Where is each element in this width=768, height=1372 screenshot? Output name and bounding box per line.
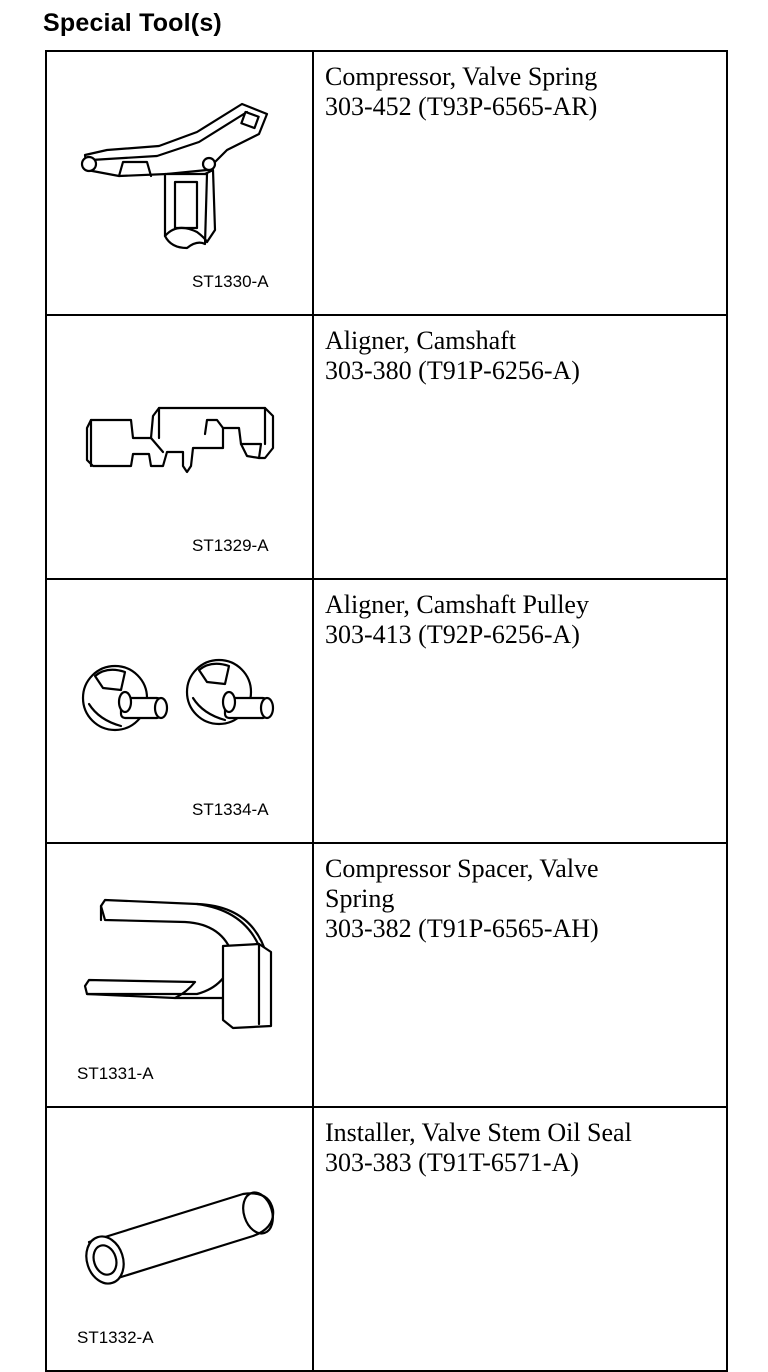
table-row: ST1329-A Aligner, Camshaft 303-380 (T91P… — [45, 314, 728, 580]
tool-name: Compressor Spacer, Valve — [325, 854, 599, 883]
tool-part-number: 303-452 (T93P-6565-AR) — [325, 92, 598, 121]
tool-code: ST1329-A — [192, 536, 269, 555]
valve-spring-compressor-icon — [80, 102, 269, 250]
tool-part-number: 303-380 (T91P-6256-A) — [325, 356, 580, 385]
tool-part-number: 303-383 (T91T-6571-A) — [325, 1148, 579, 1177]
table-row: ST1330-A Compressor, Valve Spring 303-45… — [45, 50, 728, 316]
tool-image-cell: ST1331-A — [45, 842, 314, 1108]
tool-description-cell: Compressor, Valve Spring 303-452 (T93P-6… — [312, 50, 728, 316]
valve-spring-spacer-icon — [83, 898, 273, 1030]
tool-image-cell: ST1330-A — [45, 50, 314, 316]
tool-part-number: 303-413 (T92P-6256-A) — [325, 620, 580, 649]
tool-description-cell: Aligner, Camshaft 303-380 (T91P-6256-A) — [312, 314, 728, 580]
table-row: ST1332-A Installer, Valve Stem Oil Seal … — [45, 1106, 728, 1372]
camshaft-pulley-aligner-icon — [81, 658, 275, 732]
tool-description-cell: Aligner, Camshaft Pulley 303-413 (T92P-6… — [312, 578, 728, 844]
tool-name-continued: Spring — [325, 884, 395, 913]
page-title: Special Tool(s) — [43, 9, 222, 37]
tool-code: ST1331-A — [77, 1064, 154, 1083]
tool-code: ST1334-A — [192, 800, 269, 819]
tool-image-cell: ST1329-A — [45, 314, 314, 580]
valve-stem-seal-installer-icon — [85, 1191, 275, 1285]
tool-description-cell: Compressor Spacer, Valve Spring 303-382 … — [312, 842, 728, 1108]
tool-name: Compressor, Valve Spring — [325, 62, 598, 91]
tool-name: Aligner, Camshaft — [325, 326, 517, 355]
tool-code: ST1330-A — [192, 272, 269, 291]
table-row: ST1331-A Compressor Spacer, Valve Spring… — [45, 842, 728, 1108]
tool-name: Installer, Valve Stem Oil Seal — [325, 1118, 632, 1147]
table-row: ST1334-A Aligner, Camshaft Pulley 303-41… — [45, 578, 728, 844]
tool-code: ST1332-A — [77, 1328, 154, 1347]
camshaft-aligner-icon — [85, 406, 275, 474]
special-tools-table: ST1330-A Compressor, Valve Spring 303-45… — [45, 50, 728, 1372]
tool-image-cell: ST1332-A — [45, 1106, 314, 1372]
tool-name: Aligner, Camshaft Pulley — [325, 590, 589, 619]
tool-image-cell: ST1334-A — [45, 578, 314, 844]
tool-part-number: 303-382 (T91P-6565-AH) — [325, 914, 599, 943]
tool-description-cell: Installer, Valve Stem Oil Seal 303-383 (… — [312, 1106, 728, 1372]
